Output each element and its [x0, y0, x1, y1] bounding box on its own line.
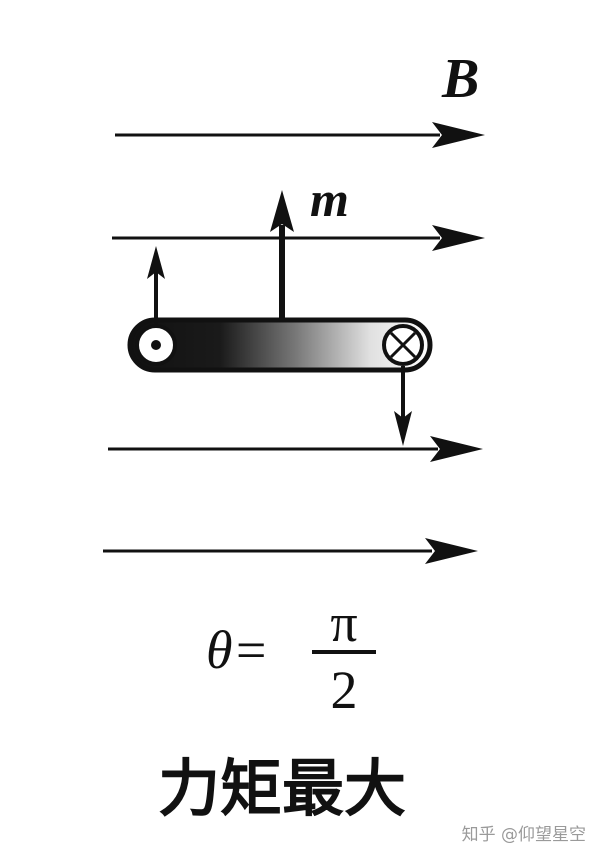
moment-arrow	[270, 190, 294, 322]
field-lines	[103, 122, 485, 564]
force-arrow-right-down	[394, 366, 412, 446]
field-line-4	[103, 538, 478, 564]
watermark-text: 知乎 @仰望星空	[462, 825, 586, 845]
force-arrow-left-up	[147, 246, 165, 324]
field-label-b: B	[441, 48, 479, 110]
field-line-2	[112, 225, 485, 251]
formula-numerator: π	[330, 593, 357, 653]
formula-denominator: 2	[331, 660, 358, 720]
field-line-1	[115, 122, 485, 148]
dot-in-circle-icon	[135, 324, 177, 366]
coil	[127, 317, 433, 373]
formula-lhs: θ=	[206, 620, 269, 680]
field-line-3	[108, 436, 483, 462]
moment-label-m: m	[310, 171, 349, 227]
angle-formula: θ= π 2	[206, 593, 376, 720]
caption-text: 力矩最大	[158, 752, 406, 825]
cross-in-circle-icon	[382, 324, 424, 366]
